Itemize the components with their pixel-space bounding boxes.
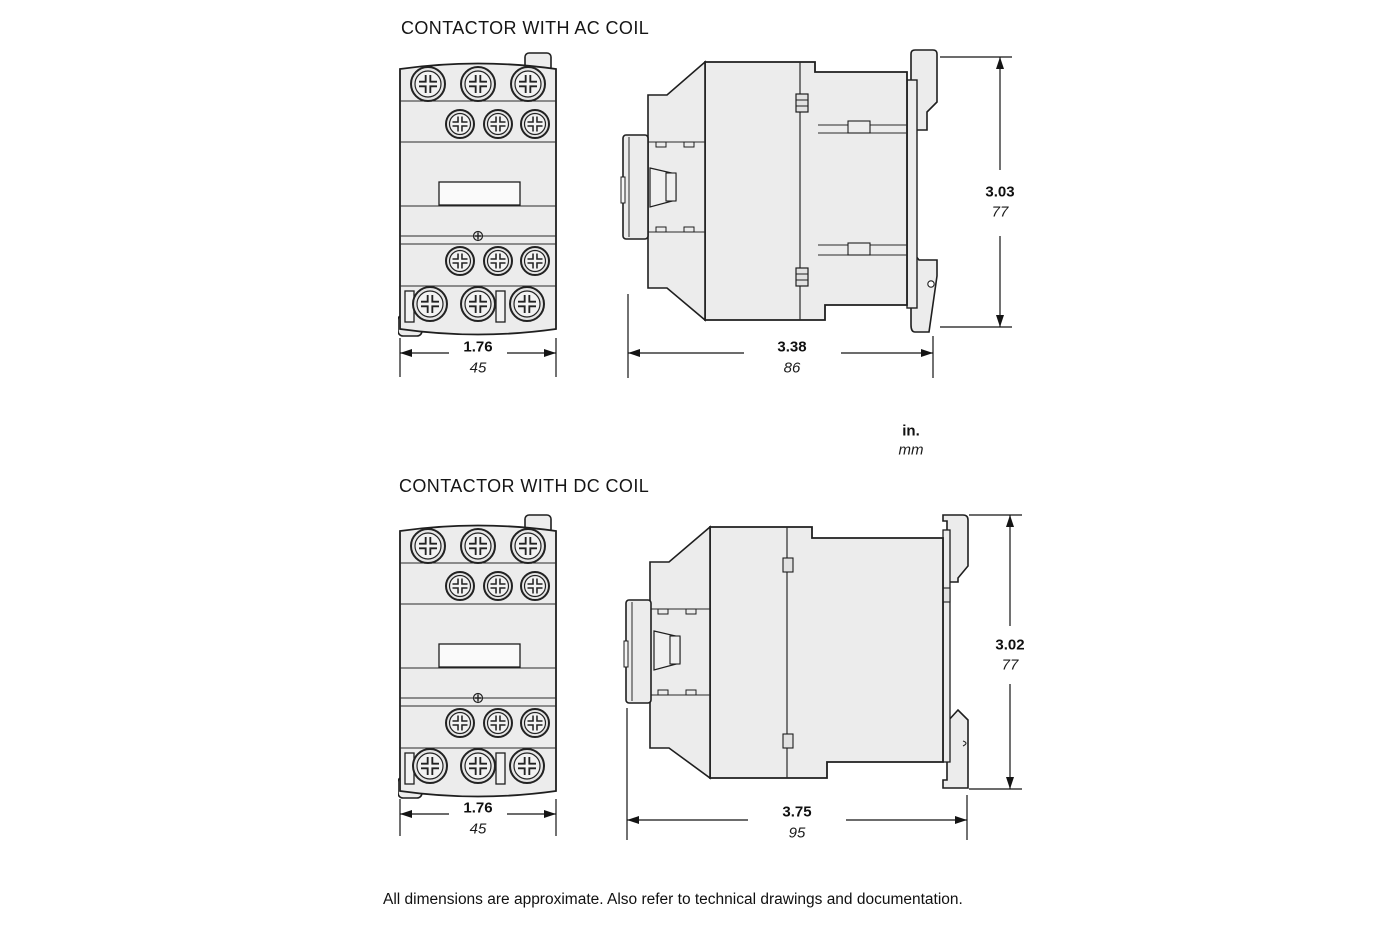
units-legend-mm: mm (898, 441, 924, 459)
dc-front-width-mm: 45 (469, 820, 487, 838)
dc-height-inches: 3.02 (995, 636, 1025, 654)
ac-side-latch-bottom (795, 267, 809, 287)
dc-front-width-inches: 1.76 (463, 799, 493, 817)
ac-front-width-inches: 1.76 (463, 338, 493, 356)
dc-side-view-drawing (623, 514, 969, 789)
dc-front-clip-mid (495, 752, 506, 785)
section-title-dc: CONTACTOR WITH DC COIL (399, 476, 650, 496)
ac-front-width-mm: 45 (469, 359, 487, 377)
units-legend-inches: in. (902, 422, 920, 440)
dc-depth-mm: 95 (788, 824, 806, 842)
ac-front-center-screw (472, 230, 484, 242)
ac-height-mm: 77 (991, 203, 1009, 221)
dc-height-mm: 77 (1001, 656, 1019, 674)
dc-front-label-area (438, 643, 521, 668)
ac-side-latch-top (795, 93, 809, 113)
dimension-arrowheads (400, 57, 1014, 824)
ac-side-view-drawing (620, 49, 938, 333)
dc-front-center-screw (472, 692, 484, 704)
footer-note: All dimensions are approximate. Also ref… (383, 891, 963, 908)
dc-depth-inches: 3.75 (782, 803, 812, 821)
dc-side-body (709, 526, 944, 779)
ac-front-view-drawing (398, 52, 557, 337)
ac-height-inches: 3.03 (985, 183, 1015, 201)
ac-depth-mm: 86 (783, 359, 801, 377)
ac-front-clip-mid (495, 290, 506, 323)
ac-front-label-area (438, 181, 521, 206)
dc-front-view-drawing (398, 514, 557, 799)
section-title-ac: CONTACTOR WITH AC COIL (401, 18, 650, 38)
ac-depth-inches: 3.38 (777, 338, 807, 356)
